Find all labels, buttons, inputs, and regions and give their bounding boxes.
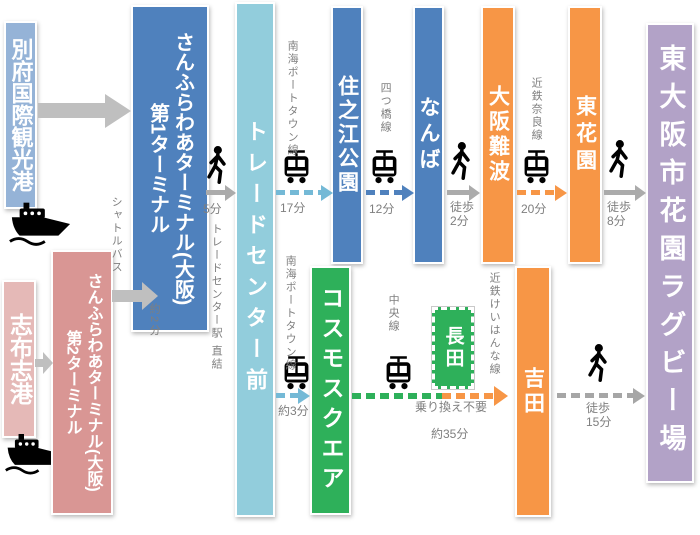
arrow-keihanna-nagata-to-yoshida bbox=[442, 393, 494, 399]
walk-mode-text: 徒歩 bbox=[586, 401, 611, 415]
duration-label-shuttle: 約2分 bbox=[148, 303, 161, 338]
line-label-nankai-port-town-top: 南海ポートタウン線 bbox=[286, 40, 299, 157]
train-icon bbox=[281, 353, 312, 393]
station-box-nagata: 長田 bbox=[432, 307, 474, 389]
walk-duration-text: 15分 bbox=[586, 415, 612, 429]
arrow-ferry-beppu-to-terminal1 bbox=[38, 103, 105, 118]
station-label-namba: なんば bbox=[417, 96, 440, 174]
station-label-yoshida: 吉田 bbox=[521, 366, 545, 417]
walk-mode-text: 徒歩 bbox=[607, 200, 632, 214]
destination-label-rugby-stadium: 東大阪市花園ラグビー場 bbox=[655, 44, 686, 462]
walk-icon bbox=[584, 342, 611, 386]
terminal-bar-sunflower-1: さんふらわあターミナル(大阪) 第1ターミナル bbox=[131, 5, 209, 332]
station-label-cosmosquare: コスモスクエア bbox=[318, 285, 344, 496]
duration-label-about-3min: 約3分 bbox=[278, 404, 309, 418]
ship-icon bbox=[4, 433, 64, 475]
duration-label-12min: 12分 bbox=[369, 202, 395, 216]
arrow-walk-higashi-hanazono-to-rugby bbox=[604, 190, 635, 195]
arrow-kintetsu-osaka-namba-to-higashi-hanazono bbox=[517, 190, 555, 195]
terminal-bar-sunflower-2: さんふらわあターミナル(大阪) 第2ターミナル bbox=[51, 250, 113, 515]
station-label-suminoe: 住之江公園 bbox=[335, 75, 359, 195]
line-label-keihanna: 近鉄けいはんな線 bbox=[488, 272, 501, 376]
walk-duration-text: 8分 bbox=[607, 214, 626, 228]
arrow-walk-namba-to-osaka-namba bbox=[447, 190, 469, 195]
terminal-1-number: 第1ターミナル bbox=[146, 102, 169, 235]
station-bar-yoshida: 吉田 bbox=[515, 266, 551, 517]
note-label-no-transfer: 乗り換え不要 bbox=[415, 400, 488, 414]
arrow-walk-terminal1-to-tradecenter bbox=[206, 190, 225, 195]
duration-label-walk-2min: 徒歩 2分 bbox=[450, 200, 474, 228]
arrow-nankai-tradecenter-to-suminoe bbox=[276, 190, 321, 195]
arrow-shuttle-terminal2-to-terminal1 bbox=[112, 290, 142, 302]
station-label-higashi-hanazono: 東花園 bbox=[573, 94, 597, 176]
terminal-1-name: さんふらわあターミナル(大阪) bbox=[171, 31, 194, 306]
station-bar-cosmosquare: コスモスクエア bbox=[310, 266, 351, 515]
walk-duration-text: 2分 bbox=[450, 214, 469, 228]
port-label-beppu: 別府国際観光港 bbox=[8, 38, 34, 192]
station-label-nagata: 長田 bbox=[442, 326, 464, 370]
destination-bar-rugby-stadium: 東大阪市花園ラグビー場 bbox=[646, 23, 694, 483]
duration-label-17min: 17分 bbox=[280, 201, 306, 215]
terminal-2-name: さんふらわあターミナル(大阪) bbox=[84, 273, 102, 492]
port-bar-beppu: 別府国際観光港 bbox=[4, 21, 37, 209]
arrow-nankai-tradecenter-to-cosmosquare bbox=[276, 393, 298, 398]
arrow-chuo-line-cosmosquare-to-nagata bbox=[352, 393, 442, 399]
station-bar-suminoe: 住之江公園 bbox=[331, 6, 363, 264]
ship-icon bbox=[8, 201, 72, 247]
arrow-yotsubashi-suminoe-to-namba bbox=[366, 190, 402, 195]
duration-label-about-35min: 約35分 bbox=[431, 427, 469, 441]
train-icon bbox=[383, 353, 414, 393]
station-bar-higashi-hanazono: 東花園 bbox=[568, 6, 602, 264]
line-label-chuo: 中央線 bbox=[387, 294, 400, 333]
station-label-tradecenter: トレードセンター前 bbox=[243, 120, 268, 399]
train-icon bbox=[369, 147, 400, 187]
station-bar-tradecenter: トレードセンター前 bbox=[235, 2, 275, 517]
terminal-1-text: さんふらわあターミナル(大阪) 第1ターミナル bbox=[146, 31, 194, 306]
line-label-kintetsu-nara: 近鉄奈良線 bbox=[530, 77, 543, 142]
note-label-tradecenter-direct: トレードセンター駅 直結 bbox=[210, 223, 223, 372]
station-label-osaka-namba: 大阪難波 bbox=[486, 85, 510, 185]
duration-label-walk-8min: 徒歩 8分 bbox=[607, 200, 631, 228]
line-label-nankai-port-town-bottom: 南海ポートタウン線 bbox=[284, 255, 297, 372]
line-label-shuttle-bus: シャトルバス bbox=[110, 196, 123, 274]
duration-label-walk-15min: 徒歩 15分 bbox=[586, 401, 611, 429]
walk-icon bbox=[605, 138, 632, 182]
walk-icon bbox=[203, 144, 230, 188]
line-label-yotsubashi: 四つ橋線 bbox=[379, 82, 392, 134]
duration-label-walk-5min: 5分 bbox=[203, 202, 222, 216]
terminal-2-text: さんふらわあターミナル(大阪) 第2ターミナル bbox=[63, 273, 102, 492]
walk-mode-text: 徒歩 bbox=[450, 200, 475, 214]
station-bar-osaka-namba: 大阪難波 bbox=[481, 6, 515, 264]
arrow-ferry-shibushi-to-terminal2 bbox=[35, 359, 43, 367]
train-icon bbox=[521, 147, 552, 187]
station-bar-namba: なんば bbox=[413, 6, 444, 264]
train-icon bbox=[281, 147, 312, 187]
walk-icon bbox=[447, 140, 474, 184]
duration-label-20min: 20分 bbox=[521, 202, 547, 216]
port-label-shibushi: 志布志港 bbox=[6, 313, 33, 405]
terminal-2-number: 第2ターミナル bbox=[63, 330, 81, 435]
port-bar-shibushi: 志布志港 bbox=[2, 280, 36, 438]
arrow-walk-yoshida-to-rugby bbox=[557, 393, 633, 398]
